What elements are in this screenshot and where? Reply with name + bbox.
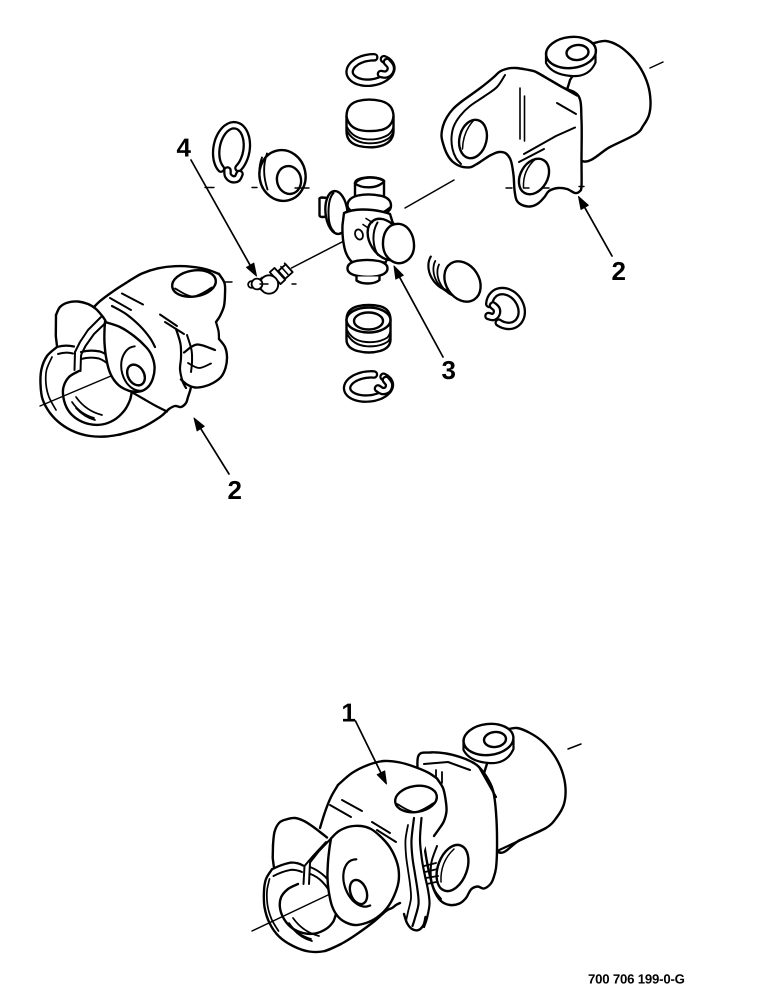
svg-text:700 706 199-0-G: 700 706 199-0-G [588,971,685,986]
svg-text:4: 4 [177,132,192,162]
svg-text:2: 2 [612,256,626,286]
svg-text:3: 3 [442,355,456,385]
svg-text:2: 2 [228,475,242,505]
svg-text:1: 1 [341,697,355,727]
